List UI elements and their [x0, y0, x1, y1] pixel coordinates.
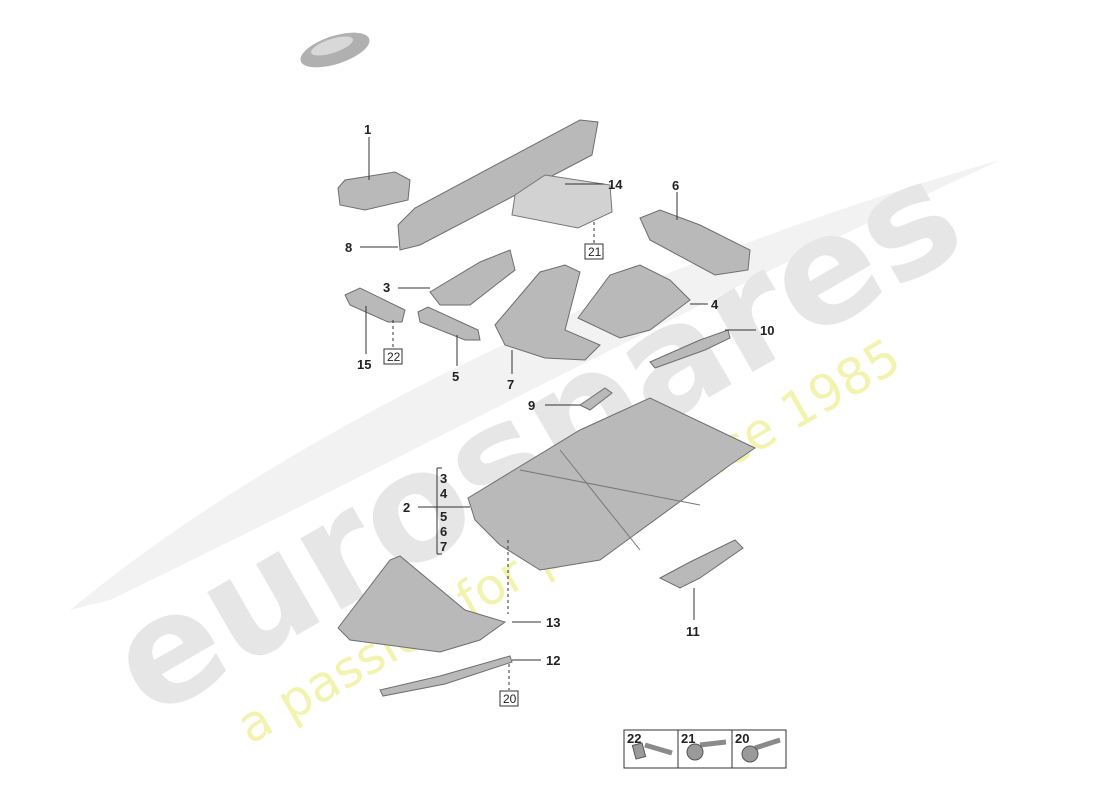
car-thumbnail-icon — [300, 32, 370, 68]
part-10-shape — [649, 329, 731, 369]
svg-text:20: 20 — [503, 692, 517, 706]
ref-box-20: 20 — [499, 690, 519, 707]
fastener-legend: 22 21 20 — [623, 729, 787, 769]
svg-text:22: 22 — [387, 350, 401, 364]
part-1-shape — [337, 171, 411, 211]
callout-10: 10 — [760, 323, 774, 338]
part-2-crease — [519, 469, 701, 506]
part-12-shape — [379, 655, 513, 697]
callout-6: 6 — [672, 178, 679, 193]
watermark: eurospares a passion for parts since 198… — [70, 126, 1000, 755]
callout-2: 2 — [403, 500, 410, 515]
bolt-icon — [686, 739, 727, 761]
watermark-swoosh — [70, 160, 1000, 610]
part-5-shape — [417, 306, 481, 341]
fastener-label-22: 22 — [627, 731, 641, 746]
part-7-shape — [494, 264, 601, 361]
group-2-item: 3 — [440, 471, 447, 486]
bolt-icon — [631, 742, 673, 760]
part-8-shape — [397, 119, 599, 251]
part-4-shape — [577, 264, 691, 339]
ref-box-22: 22 — [383, 348, 403, 365]
part-9-shape — [579, 387, 613, 411]
callout-9: 9 — [528, 398, 535, 413]
bolt-icon — [741, 737, 781, 763]
part-3-shape — [429, 249, 516, 306]
callout-8: 8 — [345, 240, 352, 255]
callout-12: 12 — [546, 653, 560, 668]
fastener-label-20: 20 — [735, 731, 749, 746]
callout-14: 14 — [608, 177, 623, 192]
ref-box-21: 21 — [584, 243, 604, 260]
part-2-crease — [559, 449, 641, 551]
callout-4: 4 — [711, 297, 719, 312]
callout-15: 15 — [357, 357, 371, 372]
group-2-item: 6 — [440, 524, 447, 539]
callout-1: 1 — [364, 122, 371, 137]
group-2-item: 7 — [440, 539, 447, 554]
fastener-label-21: 21 — [681, 731, 695, 746]
callout-3: 3 — [383, 280, 390, 295]
callout-13: 13 — [546, 615, 560, 630]
callout-5: 5 — [452, 369, 459, 384]
group-2-item: 5 — [440, 509, 447, 524]
callout-11: 11 — [686, 624, 700, 639]
part-11-shape — [658, 539, 744, 589]
part-14-shape — [511, 174, 613, 229]
group-2-item: 4 — [440, 486, 448, 501]
part-6-shape — [639, 209, 751, 276]
callout-7: 7 — [507, 377, 514, 392]
part-13-shape — [337, 555, 507, 653]
part-2-shape — [467, 397, 757, 571]
svg-text:21: 21 — [588, 245, 602, 259]
part-15-shape — [344, 287, 406, 323]
